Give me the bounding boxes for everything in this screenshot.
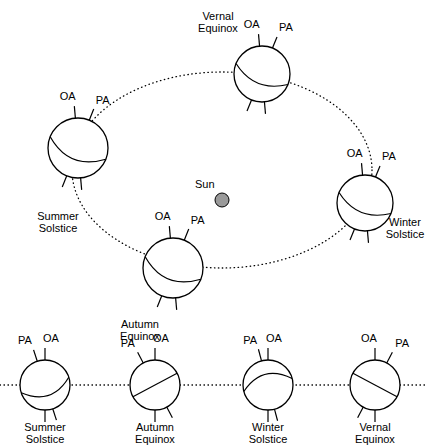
axis-line: [374, 348, 375, 360]
sun-label: Sun: [195, 178, 215, 190]
equator-line: [232, 64, 288, 94]
axis-line: [362, 163, 363, 175]
axis-label: OA: [43, 332, 59, 344]
equator-line: [335, 193, 391, 223]
axis-label: OA: [347, 147, 363, 159]
axis-line: [167, 407, 173, 418]
season-label: Summer Solstice: [17, 421, 73, 445]
axis-label: PA: [279, 21, 293, 33]
earth-globe: [143, 238, 203, 298]
sun-symbol: [215, 193, 229, 207]
season-label: Winter Solstice: [240, 421, 296, 445]
axis-line: [169, 226, 170, 238]
equator-line: [141, 257, 201, 291]
axis-label: PA: [395, 337, 409, 349]
axis-line: [264, 102, 265, 114]
axis-label: OA: [244, 18, 260, 30]
earth-globe: [243, 360, 293, 410]
axis-line: [272, 37, 276, 48]
axis-line: [267, 348, 268, 360]
axis-label: PA: [243, 334, 257, 346]
axis-line: [247, 100, 251, 111]
earth-globe: [20, 360, 70, 410]
axis-line: [53, 409, 57, 420]
equator-line: [46, 137, 106, 171]
axis-label: OA: [266, 332, 282, 344]
axis-line: [375, 166, 379, 177]
earth-globe: [130, 360, 180, 410]
equator-line: [133, 373, 177, 396]
axis-line: [374, 410, 375, 422]
axis-label: OA: [60, 90, 76, 102]
axis-line: [367, 231, 368, 243]
axis-line: [258, 349, 261, 361]
equator-line: [21, 377, 72, 403]
earth-globe: [234, 46, 290, 102]
orbit-path: [72, 72, 372, 268]
axis-label: OA: [361, 332, 377, 344]
axis-label: OA: [153, 332, 169, 344]
axis-line: [138, 352, 144, 363]
axis-line: [154, 348, 155, 360]
axis-line: [89, 109, 93, 120]
axis-line: [274, 409, 277, 421]
axis-line: [34, 350, 38, 361]
axis-line: [44, 410, 45, 422]
axis-line: [157, 296, 161, 307]
equator-line: [353, 373, 397, 396]
earth-globe: [337, 175, 393, 231]
axis-line: [267, 410, 268, 422]
axis-label: OA: [155, 210, 171, 222]
axis-line: [62, 176, 66, 187]
axis-line: [154, 410, 155, 422]
axis-line: [176, 298, 177, 310]
axis-label: PA: [18, 334, 32, 346]
axis-line: [44, 348, 45, 360]
axis-label: PA: [191, 214, 205, 226]
season-label: Summer Solstice: [33, 210, 83, 234]
season-label: Winter Solstice: [383, 216, 427, 240]
axis-label: PA: [382, 150, 396, 162]
earth-globe: [350, 360, 400, 410]
earth-globe: [48, 118, 108, 178]
axis-line: [74, 106, 75, 118]
axis-line: [350, 229, 354, 240]
season-label: Vernal Equinox: [347, 421, 403, 445]
axis-line: [387, 352, 393, 363]
axis-label: PA: [96, 94, 110, 106]
axis-label: PA: [121, 337, 135, 349]
season-label: Autumn Equinox: [127, 421, 183, 445]
axis-line: [259, 34, 260, 46]
season-label: Vernal Equinox: [193, 10, 243, 34]
axis-line: [81, 178, 82, 190]
equator-line: [241, 368, 292, 392]
axis-line: [358, 407, 364, 418]
axis-line: [184, 229, 188, 240]
